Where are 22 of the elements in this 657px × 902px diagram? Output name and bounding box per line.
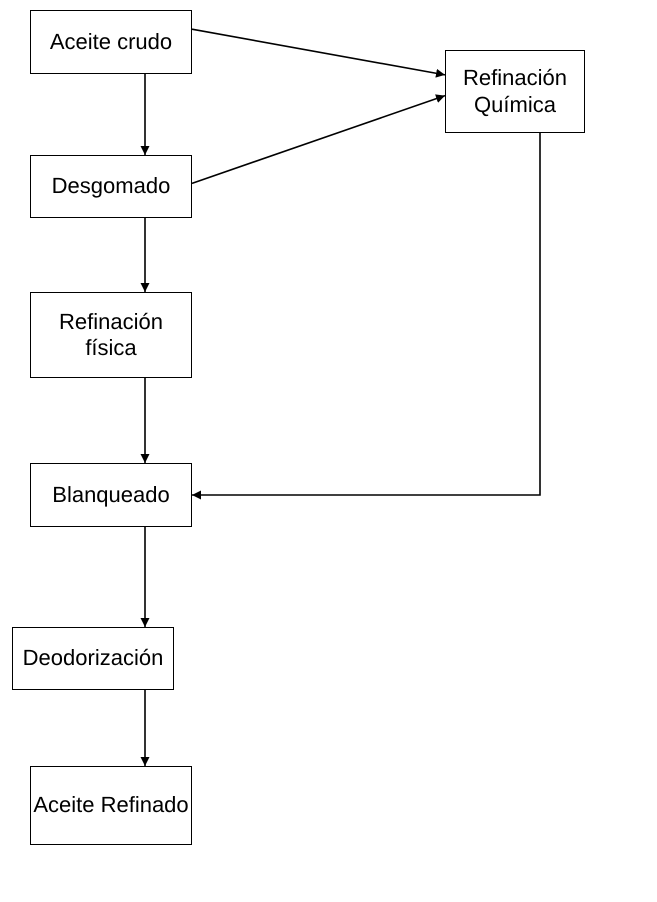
arrow xyxy=(192,28,446,78)
process-box xyxy=(30,292,192,378)
step-label: Deodorización xyxy=(22,645,164,672)
arrow xyxy=(140,690,150,766)
process-box xyxy=(30,766,192,845)
process-box xyxy=(30,155,192,218)
arrow xyxy=(192,94,446,184)
arrow xyxy=(140,527,150,627)
step-label: Aceite Refinado xyxy=(33,792,189,819)
process-box xyxy=(30,463,192,527)
step-label: Desgomado xyxy=(52,173,170,200)
step-label: Blanqueado xyxy=(52,482,170,508)
process-box xyxy=(30,10,192,74)
step-label: Aceite crudo xyxy=(50,28,172,56)
arrow xyxy=(192,133,541,500)
process-box xyxy=(12,627,174,690)
arrow xyxy=(140,378,150,463)
process-box xyxy=(445,50,585,133)
step-label: Refinación física xyxy=(58,308,164,362)
arrow xyxy=(140,74,150,155)
step-label: Refinación Química xyxy=(462,65,568,118)
arrow xyxy=(140,218,150,292)
